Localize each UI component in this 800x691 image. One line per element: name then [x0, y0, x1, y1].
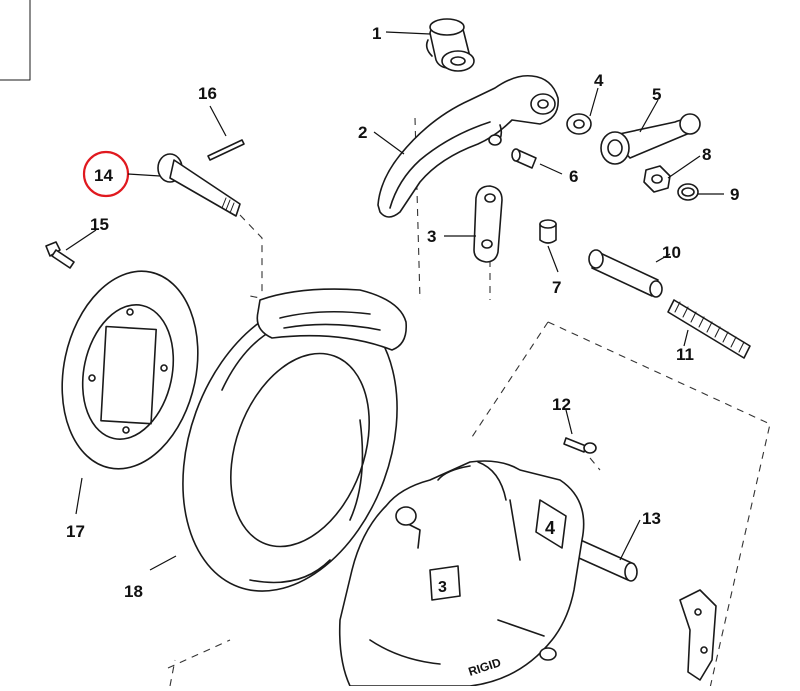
latch-bracket — [679, 589, 717, 681]
part-9-ring — [677, 183, 699, 201]
part-15-cap-screw — [45, 241, 75, 269]
frame-corner — [0, 0, 31, 81]
part-14-shoulder-bolt — [157, 153, 241, 217]
part-4-washer — [566, 113, 592, 135]
jaw-marking-3: 3 — [438, 579, 447, 596]
callout-15: 15 — [90, 215, 109, 234]
callout-7: 7 — [552, 278, 561, 297]
callout-5: 5 — [652, 85, 661, 104]
part-8-nut — [643, 165, 671, 193]
part-18-carrier-ring — [182, 288, 408, 592]
jaw-marking-4: 4 — [545, 518, 555, 538]
part-1-bushing — [425, 18, 475, 72]
callout-17: 17 — [66, 522, 85, 541]
part-17-disc-plate — [61, 270, 199, 470]
body-casting — [338, 460, 585, 687]
callout-11: 11 — [676, 345, 694, 364]
callout-1: 1 — [372, 24, 381, 43]
callout-10: 10 — [662, 243, 681, 262]
callout-18: 18 — [124, 582, 143, 601]
assembly-guide-lines — [167, 117, 771, 689]
leader-lines — [65, 31, 724, 571]
part-11-spring — [667, 299, 751, 359]
callout-9: 9 — [730, 185, 739, 204]
part-7-roller — [539, 219, 557, 244]
callout-13: 13 — [642, 509, 661, 528]
part-10-plunger — [588, 249, 663, 298]
callout-2: 2 — [358, 123, 367, 142]
part-3-link-plate — [473, 185, 503, 263]
callout-6: 6 — [569, 167, 578, 186]
part-5-handle-lever — [600, 113, 701, 165]
callout-16: 16 — [198, 84, 217, 103]
callout-14: 14 — [94, 166, 113, 185]
callout-8: 8 — [702, 145, 711, 164]
callout-3: 3 — [427, 227, 436, 246]
part-6-pin — [511, 148, 537, 169]
callout-4: 4 — [594, 71, 604, 90]
part-12-screw — [563, 437, 597, 454]
part-2-handle-arm — [377, 74, 559, 218]
callout-labels: 1 2 3 4 5 6 7 8 9 10 11 12 13 14 15 16 1… — [66, 24, 739, 601]
callout-12: 12 — [552, 395, 571, 414]
part-16-cotter-pin — [207, 139, 245, 161]
